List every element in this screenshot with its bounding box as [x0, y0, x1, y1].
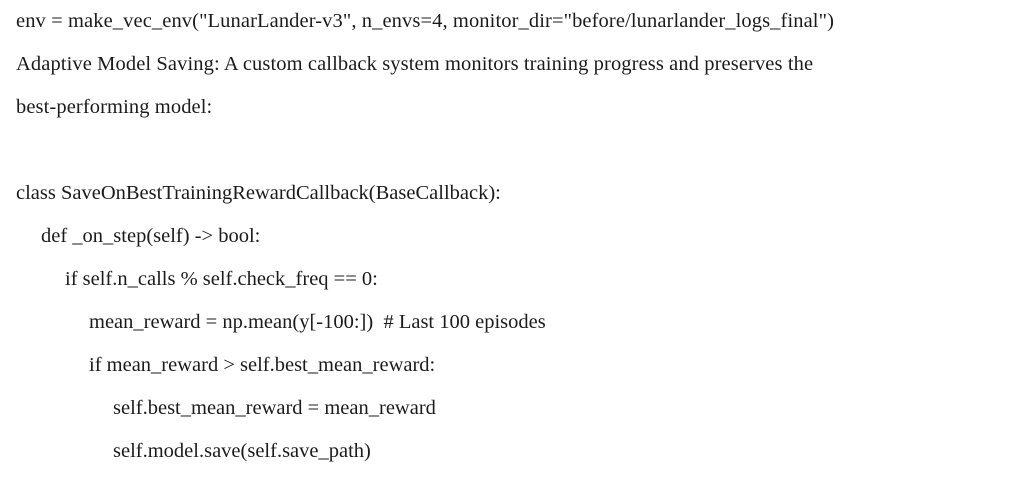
code-line: self.best_mean_reward = mean_reward	[113, 397, 436, 419]
prose-line: env = make_vec_env("LunarLander-v3", n_e…	[16, 10, 834, 32]
prose-line: Adaptive Model Saving: A custom callback…	[16, 53, 814, 75]
document-body: env = make_vec_env("LunarLander-v3", n_e…	[0, 0, 1024, 473]
code-block: class SaveOnBestTrainingRewardCallback(B…	[0, 172, 1024, 473]
code-line: self.model.save(self.save_path)	[113, 440, 371, 462]
prose-line: best-performing model:	[16, 96, 213, 118]
paragraph-spacer	[0, 129, 1024, 172]
code-line: if self.n_calls % self.check_freq == 0:	[65, 268, 378, 290]
code-line: class SaveOnBestTrainingRewardCallback(B…	[16, 182, 501, 204]
code-line: if mean_reward > self.best_mean_reward:	[89, 354, 436, 376]
prose-block: env = make_vec_env("LunarLander-v3", n_e…	[0, 0, 1024, 129]
code-line: def _on_step(self) -> bool:	[41, 225, 261, 247]
code-line: mean_reward = np.mean(y[-100:]) # Last 1…	[89, 311, 546, 333]
